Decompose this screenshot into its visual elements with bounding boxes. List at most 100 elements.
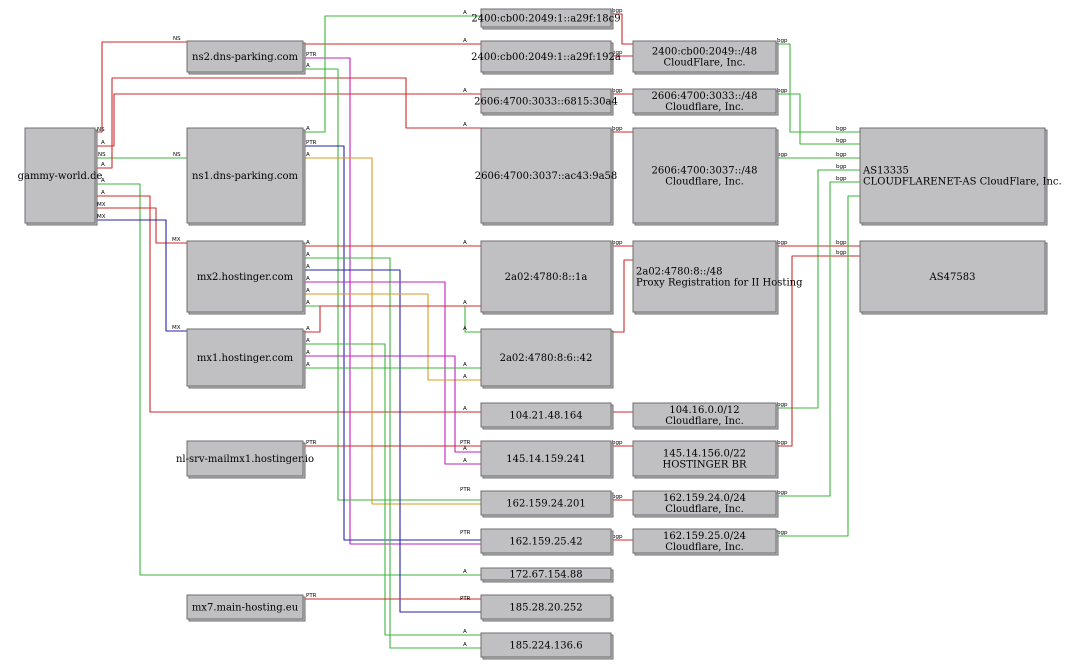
node-ip-145[interactable]: 145.14.159.241: [480, 440, 614, 479]
node-mx1[interactable]: mx1.hostinger.com: [186, 328, 306, 389]
node-label: 2a02:4780:8::1a: [505, 272, 588, 283]
edge-label: A: [306, 152, 310, 158]
node-box: [24, 127, 96, 224]
edge-label: A: [101, 162, 105, 168]
node-ns2[interactable]: ns2.dns-parking.com: [186, 40, 306, 75]
edge-label: A: [306, 338, 310, 344]
node-box: [632, 127, 777, 224]
edge-label: A: [101, 140, 105, 146]
node-box: [480, 88, 612, 114]
node-box: [632, 490, 777, 516]
node-box: [480, 567, 612, 581]
edge-line: [303, 15, 481, 133]
node-label: 2a02:4780:8:6::42: [500, 353, 593, 364]
node-ip6-18c9[interactable]: 2400:cb00:2049:1::a29f:18c9: [471, 8, 621, 30]
edge-line: [776, 169, 860, 409]
node-mx2[interactable]: mx2.hostinger.com: [186, 240, 306, 315]
node-box: [186, 127, 304, 224]
edge-label: bgp: [836, 152, 847, 158]
node-label: gammy-world.de: [18, 171, 103, 182]
edge-label: A: [463, 629, 467, 635]
edge-line: [303, 305, 481, 333]
edge-label: PTR: [460, 440, 471, 446]
node-ip-162-24[interactable]: 162.159.24.201: [480, 490, 614, 518]
edge-label: A: [306, 240, 310, 246]
node-ip6-30a4[interactable]: 2606:4700:3033::6815:30a4: [474, 88, 618, 116]
node-label: 2606:4700:3033::6815:30a4: [474, 97, 618, 108]
edge-label: bgp: [836, 138, 847, 144]
node-label: 185.28.20.252: [509, 603, 582, 614]
node-label: Cloudflare, Inc.: [665, 416, 744, 427]
edge-label: A: [306, 326, 310, 332]
edge-label: PTR: [306, 440, 317, 446]
node-ip6-42[interactable]: 2a02:4780:8:6::42: [480, 328, 614, 389]
node-as47583[interactable]: AS47583: [859, 240, 1048, 315]
edge-label: A: [463, 642, 467, 648]
edge-label: A: [306, 63, 310, 69]
edge-line: [776, 43, 860, 133]
edge-label: bgp: [612, 88, 623, 94]
edge-label: NS: [97, 127, 105, 133]
edge-label: bgp: [836, 250, 847, 256]
node-box: [186, 440, 304, 477]
edge-line: [303, 281, 481, 465]
node-label: Cloudflare, Inc.: [665, 177, 744, 188]
node-label: 145.14.156.0/22: [663, 449, 746, 460]
edge-label: A: [306, 288, 310, 294]
edge-label: bgp: [777, 402, 788, 408]
node-box: [632, 528, 777, 554]
node-ip-185-28[interactable]: 185.28.20.252: [480, 594, 614, 622]
node-ip6-1a[interactable]: 2a02:4780:8::1a: [480, 240, 614, 315]
edge-line: [95, 77, 481, 169]
edge-label: A: [463, 122, 467, 128]
node-label: CLOUDFLARENET-AS CloudFlare, Inc.: [863, 177, 1062, 188]
edge-line: [303, 305, 481, 333]
edges-layer: [95, 13, 860, 649]
edge-label: A: [463, 10, 467, 16]
node-label: 2606:4700:3037::ac43:9a58: [475, 171, 618, 182]
edge-label: A: [306, 300, 310, 306]
node-mx7[interactable]: mx7.main-hosting.eu: [186, 594, 306, 622]
node-box: [859, 127, 1046, 224]
node-label: nl-srv-mailmx1.hostinger.io: [176, 454, 314, 465]
node-box: [480, 402, 612, 428]
node-label: HOSTINGER BR: [662, 460, 746, 471]
node-ip-104[interactable]: 104.21.48.164: [480, 402, 614, 430]
edge-line: [95, 207, 187, 244]
node-label: Proxy Registration for II Hosting: [636, 278, 803, 289]
node-ip-185-224[interactable]: 185.224.136.6: [480, 632, 614, 660]
edge-line: [303, 57, 481, 545]
edge-line: [303, 157, 481, 505]
edge-line: [303, 293, 481, 381]
node-label: AS47583: [929, 272, 976, 283]
node-ip6-9a58[interactable]: 2606:4700:3037::ac43:9a58: [475, 127, 618, 226]
node-label: 2606:4700:3037::/48: [652, 166, 758, 177]
edge-label: PTR: [460, 596, 471, 602]
node-box: [186, 240, 304, 313]
node-box: [632, 402, 777, 428]
node-box: [480, 328, 612, 387]
node-ip-162-25[interactable]: 162.159.25.42: [480, 528, 614, 556]
node-ns1[interactable]: ns1.dns-parking.com: [186, 127, 306, 226]
node-box: [859, 240, 1046, 313]
node-label: 2606:4700:3033::/48: [652, 91, 758, 102]
node-label: mx1.hostinger.com: [197, 353, 294, 364]
node-ip-172[interactable]: 172.67.154.88: [480, 567, 614, 583]
edge-label: bgp: [612, 50, 623, 56]
edge-label: bgp: [836, 126, 847, 132]
node-gammy[interactable]: gammy-world.de: [18, 127, 103, 226]
edge-label: PTR: [460, 530, 471, 536]
node-nlsrv[interactable]: nl-srv-mailmx1.hostinger.io: [176, 440, 314, 479]
edge-label: A: [306, 362, 310, 368]
edge-label: bgp: [612, 126, 623, 132]
node-ip6-192a[interactable]: 2400:cb00:2049:1::a29f:192a: [471, 40, 621, 75]
